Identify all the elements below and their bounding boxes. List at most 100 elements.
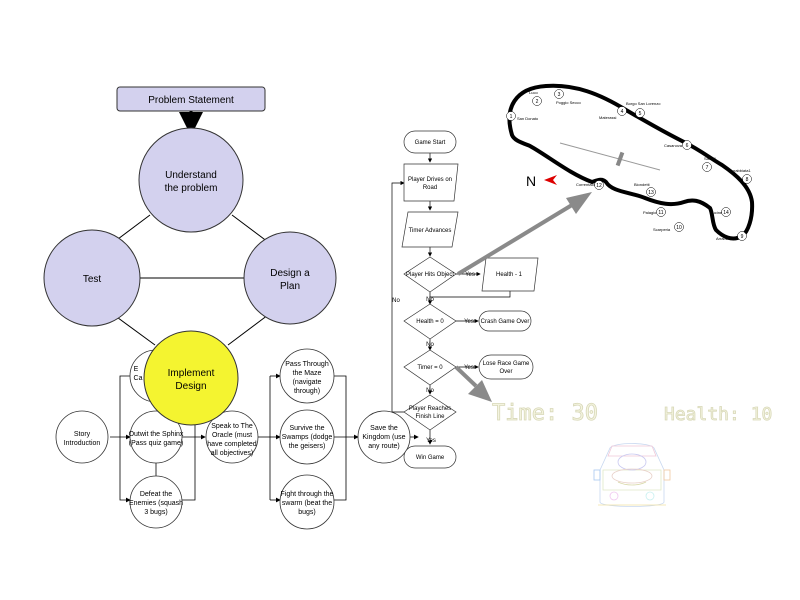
corner-4: 4 Materassi — [599, 106, 627, 120]
health-zero-diamond — [403, 303, 457, 340]
crash-game-over-box — [478, 310, 532, 332]
player-drives-label-1: Player Drives on — [408, 177, 452, 183]
implement-label-2: Design — [175, 381, 206, 392]
save-kingdom-node — [357, 410, 411, 464]
start-finish-marker — [615, 151, 625, 167]
finish-line-label-2: Finish Line — [415, 414, 445, 420]
svg-text:14: 14 — [723, 210, 729, 216]
north-arrow-icon — [544, 175, 557, 185]
story-intro-label-2: Introduction — [64, 440, 101, 447]
swarm-label-3: bugs) — [298, 509, 316, 516]
svg-text:7: 7 — [706, 165, 709, 171]
story-intro-label-1: Story — [74, 431, 91, 438]
understand-circle — [138, 127, 244, 233]
svg-text:13: 13 — [648, 190, 654, 196]
svg-text:Poggio Secco: Poggio Secco — [556, 100, 581, 105]
swamps-label-1: Survive the — [289, 425, 324, 432]
game-start-label: Game Start — [415, 140, 446, 146]
corner-10: 10 Scarperia — [653, 222, 684, 232]
svg-text:Scarperia: Scarperia — [653, 227, 671, 232]
timer-no-label: No — [426, 388, 434, 394]
timer-zero-diamond — [403, 349, 457, 386]
pointer-arrow-to-map-head — [566, 192, 592, 214]
story-intro-node — [55, 410, 109, 464]
finish-no-label: No — [392, 298, 400, 304]
north-indicator: N — [526, 173, 557, 189]
story-connectors — [110, 373, 419, 503]
player-hits-label: Player Hits Object — [406, 272, 454, 278]
hits-yes-label: Yes — [465, 272, 475, 278]
save-label-2: Kingdom (use — [362, 434, 405, 441]
understand-label-1: Understand — [165, 170, 217, 181]
corner-1: 1 San Donato — [506, 111, 539, 121]
player-hits-diamond — [403, 256, 457, 293]
game-start-box — [403, 130, 457, 154]
defeat-label-2: Enemies (squash — [129, 500, 183, 507]
corner-9: 9 Arrabbiata2 — [716, 231, 747, 241]
maze-label-3: (navigate — [293, 379, 322, 386]
corner-13: 13 Biondetti — [634, 182, 656, 197]
time-display: Time: 30 — [492, 401, 598, 426]
defeat-label-1: Defeat the — [140, 491, 172, 498]
finish-line-diamond — [403, 394, 457, 431]
problem-statement-label: Problem Statement — [148, 95, 234, 106]
corner-2: 2 Luco — [529, 90, 542, 106]
swamps-label-2: Swamps (dodge — [282, 434, 333, 441]
outwit-label-2: (Pass quiz game) — [129, 440, 183, 447]
outwit-node — [129, 410, 183, 464]
corner-11: 11 Palagio — [643, 207, 666, 217]
swarm-node — [279, 474, 335, 530]
svg-text:8: 8 — [746, 177, 749, 183]
player-drives-label-2: Road — [423, 185, 437, 191]
pointer-arrow-to-hud-head — [468, 380, 492, 402]
oracle-label-4: all objectives) — [211, 450, 253, 457]
outwit-label-1: Outwit the Sphinx — [129, 431, 184, 438]
track-inner-road — [559, 142, 661, 171]
svg-text:Arrabbiata2: Arrabbiata2 — [716, 236, 737, 241]
test-circle — [43, 229, 141, 327]
health-no-label: No — [426, 342, 434, 348]
corner-5: 5 Borgo San Lorenzo — [626, 101, 661, 118]
implement-label-1: Implement — [168, 368, 215, 379]
player-drives-box — [403, 163, 459, 202]
lose-race-label-1: Lose Race Game — [483, 361, 530, 367]
svg-text:1: 1 — [510, 114, 513, 120]
pointer-arrow-to-hud — [454, 365, 478, 388]
svg-text:Biondetti: Biondetti — [634, 182, 650, 187]
swarm-label-1: Fight through the — [281, 491, 334, 498]
design-plan-circle — [243, 231, 337, 325]
svg-text:Materassi: Materassi — [599, 115, 616, 120]
svg-text:San Donato: San Donato — [517, 116, 539, 121]
timer-advances-box — [401, 211, 459, 248]
design-plan-label-1: Design a — [270, 268, 310, 279]
svg-text:Borgo San Lorenzo: Borgo San Lorenzo — [626, 101, 661, 106]
swarm-label-2: swarm (beat the — [282, 500, 332, 507]
svg-text:Arrabbiata1: Arrabbiata1 — [730, 168, 751, 173]
svg-text:Palagio: Palagio — [643, 210, 657, 215]
svg-text:3: 3 — [558, 92, 561, 98]
corner-labels: 1 San Donato 2 Luco 3 Poggio Secco 4 Mat… — [506, 89, 752, 241]
maze-label-4: through) — [294, 388, 320, 395]
maze-node — [279, 348, 335, 404]
svg-text:Casanova: Casanova — [664, 143, 683, 148]
corner-12: 12 Correntaio — [576, 180, 604, 190]
implement-circle — [143, 330, 239, 426]
svg-text:10: 10 — [676, 225, 682, 231]
svg-text:4: 4 — [621, 109, 624, 115]
win-game-box — [403, 445, 457, 469]
crash-game-over-label: Crash Game Over — [481, 319, 530, 325]
pointer-arrows — [454, 192, 592, 402]
health-zero-label: Health = 0 — [416, 319, 444, 325]
implement-node: Implement Design — [143, 330, 239, 426]
svg-text:9: 9 — [741, 234, 744, 240]
cycle-connectors — [109, 214, 273, 346]
maze-label-2: the Maze — [293, 370, 322, 377]
story-flow: Story Introduction E Ca Outwit the Sphin… — [55, 348, 419, 530]
corner-8: 8 Arrabbiata1 — [730, 168, 752, 184]
design-plan-label-2: Plan — [280, 281, 300, 292]
svg-text:Correntaio: Correntaio — [576, 182, 595, 187]
pointer-arrow-to-map — [456, 203, 574, 276]
save-label-1: Save the — [370, 425, 398, 432]
car-sprite-icon — [593, 443, 671, 507]
